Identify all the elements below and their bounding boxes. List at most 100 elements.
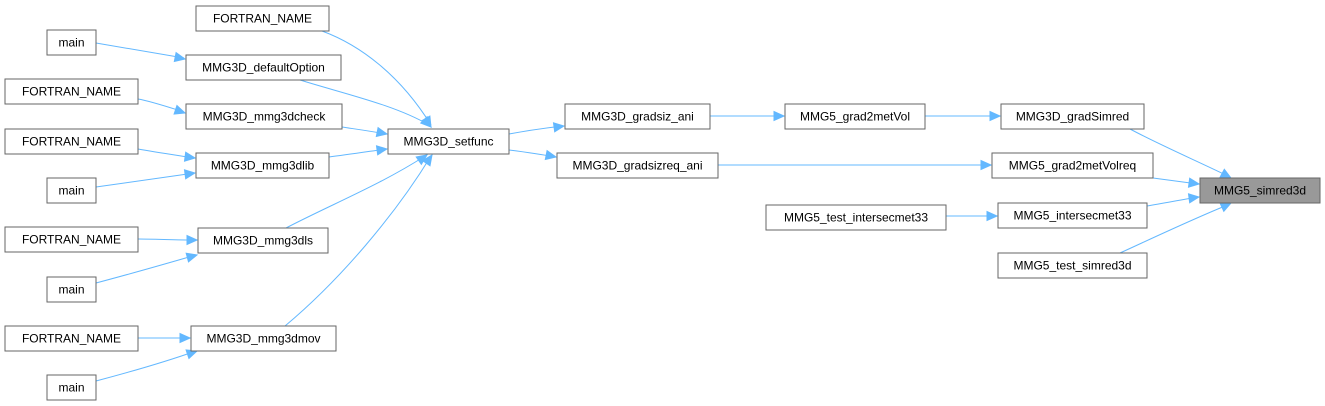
node-label: MMG3D_gradsiz_ani [581,110,694,124]
edge-gradsizreq-ani-to-grad2metvolreq [718,159,993,171]
edge-fortran-name-4-to-mmg3dls [137,234,199,246]
node-mmg3d-setfunc[interactable]: MMG3D_setfunc [387,128,510,155]
node-mmg5-simred3d[interactable]: MMG5_simred3d [1199,177,1321,204]
node-mmg5-intersecmet33[interactable]: MMG5_intersecmet33 [997,202,1148,229]
edge-setfunc-to-gradsizreq-ani [508,149,558,161]
node-label: main [58,283,84,297]
arrowhead-icon [989,110,1002,122]
node-mmg3d-gradsimred[interactable]: MMG3D_gradSimred [1000,103,1145,130]
node-label: MMG5_simred3d [1214,184,1306,198]
node-label: MMG3D_defaultOption [202,61,325,75]
node-mmg5-test-simred3d[interactable]: MMG5_test_simred3d [997,252,1148,279]
node-label: MMG5_test_simred3d [1013,259,1131,273]
edge-line [95,172,195,188]
node-main-4[interactable]: main [46,374,97,401]
edge-line [285,155,426,229]
node-label: MMG5_intersecmet33 [1013,209,1131,223]
arrowhead-icon [183,169,197,180]
node-mmg3d-defaultoption[interactable]: MMG3D_defaultOption [185,54,342,81]
arrowhead-icon [173,51,187,63]
arrowhead-icon [1187,193,1201,204]
node-label: FORTRAN_NAME [22,332,121,346]
node-label: MMG3D_setfunc [403,135,493,149]
node-mmg3d-mmg3dlib[interactable]: MMG3D_mmg3dlib [195,152,330,179]
arrowhead-icon [421,153,433,167]
arrowhead-icon [986,210,999,222]
arrowhead-icon [419,115,432,128]
arrowhead-icon [544,149,558,161]
edge-main-4-to-mmg3dmov [95,349,199,382]
node-label: MMG3D_mmg3dls [213,234,313,248]
arrowhead-icon [185,252,199,263]
arrowhead-icon [179,332,192,344]
node-label: MMG5_grad2metVolreq [1009,159,1136,173]
edge-defaultoption-to-setfunc [299,79,432,128]
edge-main-3-to-mmg3dls [95,252,199,284]
node-label: MMG3D_mmg3dmov [206,332,320,346]
node-label: MMG3D_gradSimred [1016,110,1129,124]
edge-grad2metvolreq-to-simred3d [1152,177,1201,188]
node-fortran-name-3[interactable]: FORTRAN_NAME [4,128,139,155]
arrowhead-icon [980,159,993,171]
edge-line [95,350,197,382]
node-fortran-name-4[interactable]: FORTRAN_NAME [4,226,139,253]
arrowhead-icon [1187,177,1201,188]
node-mmg5-grad2metvol[interactable]: MMG5_grad2metVol [784,103,926,130]
edge-mmg3dlib-to-setfunc [328,145,389,158]
node-label: FORTRAN_NAME [22,85,121,99]
node-main-2[interactable]: main [46,177,97,204]
node-main-3[interactable]: main [46,276,97,303]
edge-line [95,42,185,59]
edges [95,30,1233,382]
edge-line [321,30,432,126]
arrowhead-icon [186,234,199,246]
arrowhead-icon [1219,202,1233,213]
node-fortran-name-1[interactable]: FORTRAN_NAME [195,5,330,32]
node-label: FORTRAN_NAME [22,135,121,149]
node-mmg3d-mmg3dcheck[interactable]: MMG3D_mmg3dcheck [185,103,343,130]
node-main-1[interactable]: main [46,29,97,56]
node-label: main [58,36,84,50]
node-mmg3d-mmg3dmov[interactable]: MMG3D_mmg3dmov [190,325,337,352]
node-fortran-name-2[interactable]: FORTRAN_NAME [4,78,139,105]
edge-line [284,155,432,327]
edge-main-1-to-defaultoption [95,42,187,63]
arrowhead-icon [173,104,187,115]
arrowhead-icon [552,122,566,133]
node-label: main [58,184,84,198]
edge-fortran-name-3-to-mmg3dlib [137,148,197,162]
edge-line [1119,203,1231,254]
node-label: MMG5_grad2metVol [800,110,910,124]
node-label: MMG3D_mmg3dcheck [203,110,327,124]
edge-mmg3dcheck-to-setfunc [341,126,389,138]
edge-fortran-name-2-to-mmg3dcheck [137,98,187,115]
edge-main-2-to-mmg3dlib [95,169,197,188]
node-mmg3d-mmg3dls[interactable]: MMG3D_mmg3dls [197,227,329,254]
node-label: MMG5_test_intersecmet33 [784,211,928,225]
node-fortran-name-5[interactable]: FORTRAN_NAME [4,325,139,352]
node-mmg3d-gradsizreq-ani[interactable]: MMG3D_gradsizreq_ani [556,152,719,179]
edge-grad2metvol-to-gradsimred [924,110,1002,122]
arrowhead-icon [375,145,389,156]
arrowhead-icon [375,126,389,138]
arrowhead-icon [1219,168,1233,179]
arrowhead-icon [773,110,786,122]
edge-mmg3dmov-to-setfunc [284,153,433,327]
edge-gradsiz-ani-to-grad2metvol [709,110,786,122]
node-mmg3d-gradsiz-ani[interactable]: MMG3D_gradsiz_ani [564,103,711,130]
edge-test-intersecmet33-to-intersecmet33 [945,210,999,222]
node-label: FORTRAN_NAME [213,12,312,26]
arrowhead-icon [183,151,197,162]
node-mmg5-grad2metvolreq[interactable]: MMG5_grad2metVolreq [991,152,1154,179]
edge-line [299,79,430,126]
edge-line [95,254,197,284]
node-label: MMG3D_mmg3dlib [211,159,315,173]
node-label: FORTRAN_NAME [22,233,121,247]
node-label: MMG3D_gradsizreq_ani [572,159,702,173]
edge-setfunc-to-gradsiz-ani [508,122,566,135]
edge-intersecmet33-to-simred3d [1146,193,1201,207]
node-mmg5-test-intersecmet33[interactable]: MMG5_test_intersecmet33 [765,204,947,231]
edge-line [1129,128,1231,178]
node-label: main [58,381,84,395]
